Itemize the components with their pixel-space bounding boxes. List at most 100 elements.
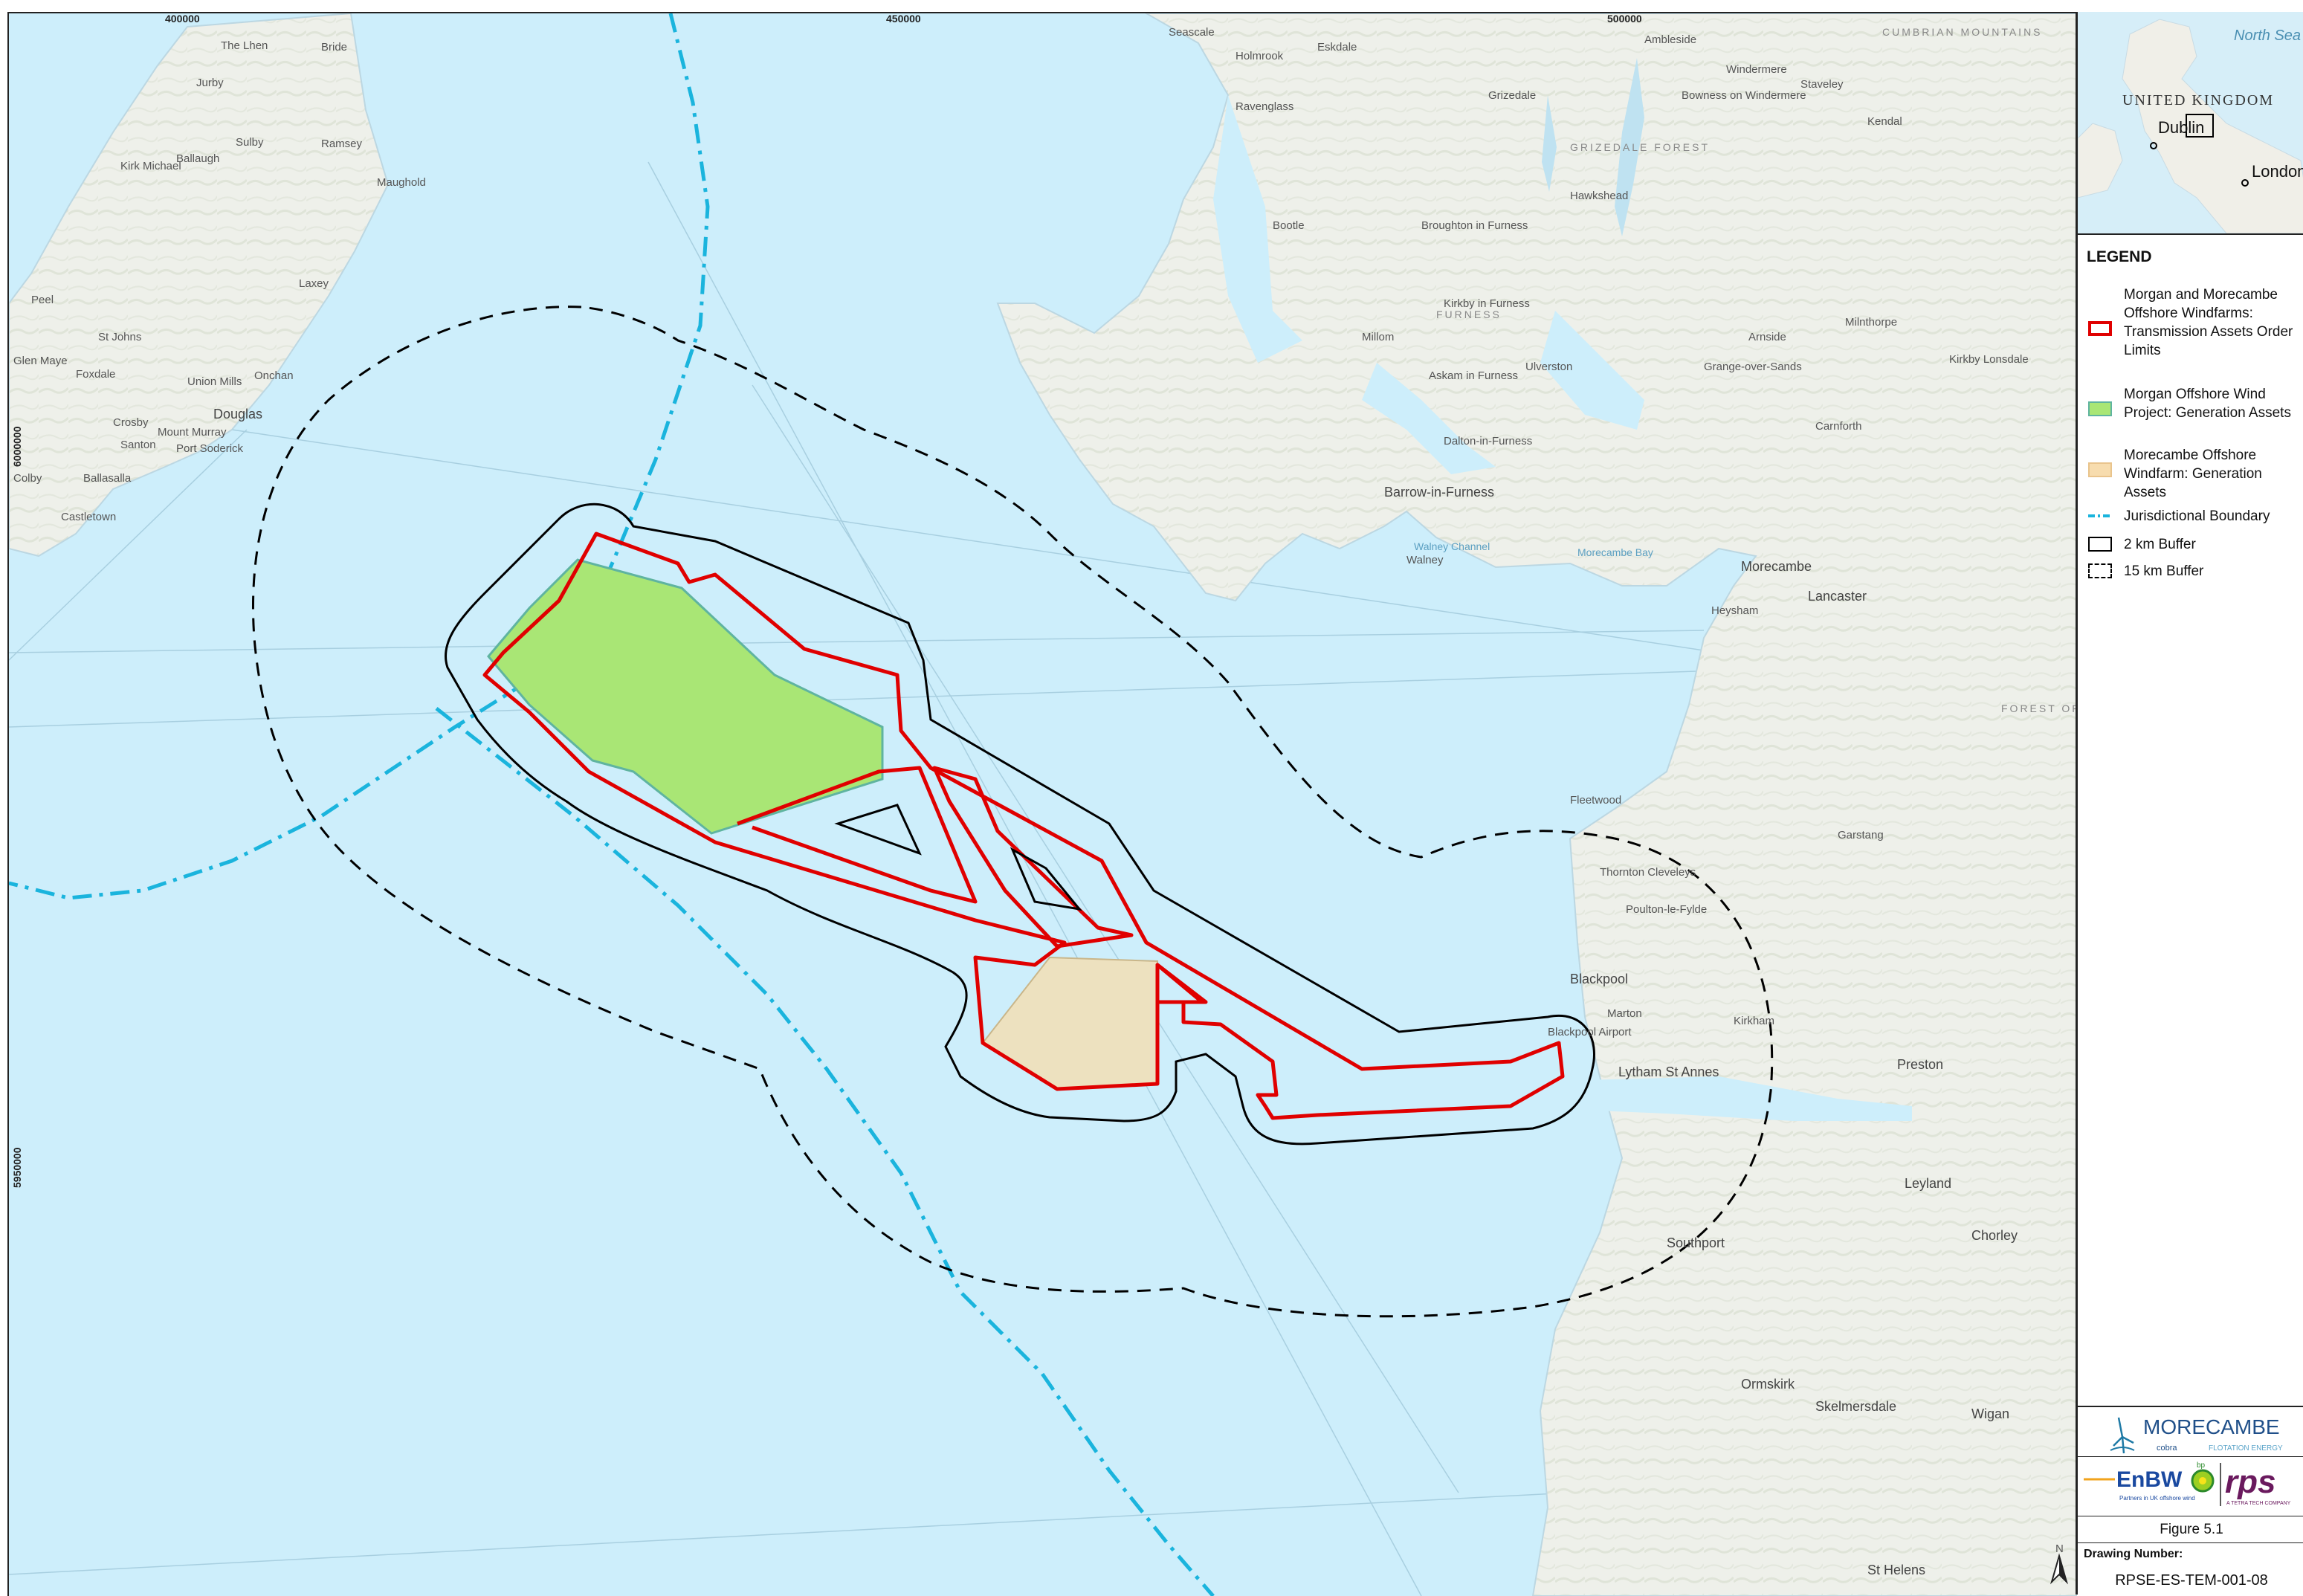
svg-text:Hawkshead: Hawkshead <box>1570 190 1628 202</box>
svg-text:Barrow-in-Furness: Barrow-in-Furness <box>1384 485 1494 500</box>
coniston-water <box>1542 95 1557 192</box>
svg-text:Arnside: Arnside <box>1748 331 1786 343</box>
water-label: Walney Channel <box>1414 540 1490 552</box>
svg-text:Blackpool: Blackpool <box>1570 972 1628 986</box>
svg-text:Grange-over-Sands: Grange-over-Sands <box>1704 361 1802 373</box>
region-label: FURNESS <box>1436 308 1502 320</box>
transmission-order-limits <box>482 532 1565 1120</box>
legend-label: 2 km Buffer <box>2124 537 2196 552</box>
svg-text:St Helens: St Helens <box>1867 1563 1925 1577</box>
svg-text:Seascale: Seascale <box>1169 26 1215 39</box>
place-label: Mount Murray <box>158 426 227 439</box>
svg-text:Ormskirk: Ormskirk <box>1741 1377 1795 1392</box>
inset-label: London <box>2252 162 2303 181</box>
place-label: Ballasalla <box>83 472 132 485</box>
svg-text:Kirkby Lonsdale: Kirkby Lonsdale <box>1949 353 2029 366</box>
svg-text:Thornton Cleveleys: Thornton Cleveleys <box>1600 866 1696 879</box>
rps-tagline: A TETRA TECH COMPANY <box>2226 1501 2291 1506</box>
rps-logo: rps <box>2225 1464 2275 1500</box>
inset-label: UNITED KINGDOM <box>2122 92 2274 109</box>
enbw-tagline: Partners in UK offshore wind <box>2119 1495 2195 1502</box>
partner-logos: EnBW Partners in UK offshore wind bp rps… <box>2078 1456 2303 1516</box>
svg-text:Lytham St Annes: Lytham St Annes <box>1618 1064 1719 1079</box>
corridor-island-1 <box>834 804 922 856</box>
place-label: Bride <box>321 41 347 54</box>
svg-text:Lancaster: Lancaster <box>1808 589 1867 604</box>
inset-ireland <box>2078 123 2123 198</box>
svg-text:Ambleside: Ambleside <box>1644 33 1696 46</box>
water-label: Morecambe Bay <box>1577 546 1653 558</box>
svg-text:Fleetwood: Fleetwood <box>1570 794 1621 807</box>
svg-text:Walney: Walney <box>1406 554 1444 566</box>
legend-title: LEGEND <box>2087 248 2152 265</box>
morgan-generation-assets <box>487 558 884 835</box>
place-label: Crosby <box>113 416 149 429</box>
place-label: Peel <box>31 294 54 306</box>
place-label: Castletown <box>61 511 116 523</box>
place-label: Glen Maye <box>13 355 68 367</box>
duddon-estuary <box>1213 95 1302 363</box>
svg-text:Bowness on Windermere: Bowness on Windermere <box>1682 89 1806 102</box>
easting-label-3: 500000 <box>1607 13 1642 25</box>
svg-text:Preston: Preston <box>1897 1057 1943 1072</box>
svg-text:Leyland: Leyland <box>1905 1176 1951 1191</box>
svg-text:Millom: Millom <box>1362 331 1394 343</box>
figure-number: Figure 5.1 <box>2078 1516 2303 1542</box>
svg-text:Heysham: Heysham <box>1711 604 1758 617</box>
corridor-island-2 <box>1010 847 1082 911</box>
easting-label-1: 400000 <box>165 13 200 25</box>
enbw-logo: EnBW <box>2116 1467 2183 1492</box>
england-landmass <box>996 13 2077 1596</box>
region-label: FOREST OF BOWLAND <box>2001 702 2077 714</box>
svg-text:Ravenglass: Ravenglass <box>1236 100 1293 113</box>
region-label: CUMBRIAN MOUNTAINS <box>1882 26 2043 38</box>
svg-text:Kendal: Kendal <box>1867 115 1902 128</box>
svg-text:Chorley: Chorley <box>1971 1228 2018 1243</box>
place-label: Laxey <box>299 277 329 290</box>
drawing-number-label: Drawing Number: <box>2078 1542 2303 1565</box>
svg-text:Skelmersdale: Skelmersdale <box>1815 1399 1896 1414</box>
svg-text:Carnforth: Carnforth <box>1815 420 1862 433</box>
svg-text:Wigan: Wigan <box>1971 1406 2009 1421</box>
morecambe-logo: MORECAMBE cobra FLOTATION ENERGY <box>2078 1407 2303 1456</box>
svg-text:Morecambe: Morecambe <box>1741 559 1812 574</box>
jurisdictional-boundary <box>9 13 1215 1596</box>
svg-text:Kirkham: Kirkham <box>1734 1015 1774 1027</box>
place-label: St Johns <box>98 331 141 343</box>
morecambe-generation-assets <box>981 956 1158 1091</box>
svg-text:Blackpool Airport: Blackpool Airport <box>1548 1026 1632 1038</box>
map-canvas[interactable]: 400000 450000 500000 6000000 5950000 The… <box>9 13 2077 1596</box>
place-label: Ballaugh <box>176 152 219 165</box>
place-label: Foxdale <box>76 368 115 381</box>
inset-label: North Sea <box>2234 28 2301 44</box>
partner-cobra: cobra <box>2157 1444 2177 1453</box>
ribble-estuary <box>1577 1076 1912 1121</box>
side-panel: North Sea UNITED KINGDOM Dublin London L… <box>2076 12 2303 1595</box>
buffer-15km-swatch <box>2088 563 2112 578</box>
place-label: Sulby <box>236 136 264 149</box>
jurisdiction-swatch <box>2088 508 2112 523</box>
buffer-2km-swatch <box>2088 537 2112 552</box>
title-block: MORECAMBE cobra FLOTATION ENERGY EnBW Pa… <box>2078 1406 2303 1596</box>
svg-text:Poulton-le-Fylde: Poulton-le-Fylde <box>1626 903 1707 916</box>
svg-text:Ulverston: Ulverston <box>1525 361 1572 373</box>
place-label: Onchan <box>254 369 294 382</box>
place-label: Union Mills <box>187 375 242 388</box>
svg-text:Dalton-in-Furness: Dalton-in-Furness <box>1444 435 1532 448</box>
buffer-15km <box>251 306 1774 1318</box>
inset-extent-box <box>2186 114 2214 138</box>
buffer-2km <box>444 503 1595 1146</box>
place-label: Kirk Michael <box>120 160 181 172</box>
place-label: Ramsey <box>321 138 363 150</box>
main-map[interactable]: 400000 450000 500000 6000000 5950000 The… <box>7 12 2077 1596</box>
place-label: Colby <box>13 472 42 485</box>
inset-label: Dublin <box>2158 118 2204 137</box>
order-limits-swatch <box>2088 321 2112 336</box>
legend-label: Morgan and Morecambe Offshore Windfarms:… <box>2124 287 2293 358</box>
svg-text:Staveley: Staveley <box>1800 78 1844 91</box>
north-label: N <box>2055 1542 2064 1555</box>
easting-label-2: 450000 <box>886 13 921 25</box>
svg-text:Grizedale: Grizedale <box>1488 89 1536 102</box>
svg-text:Windermere: Windermere <box>1726 63 1787 76</box>
place-label: Port Soderick <box>176 442 244 455</box>
